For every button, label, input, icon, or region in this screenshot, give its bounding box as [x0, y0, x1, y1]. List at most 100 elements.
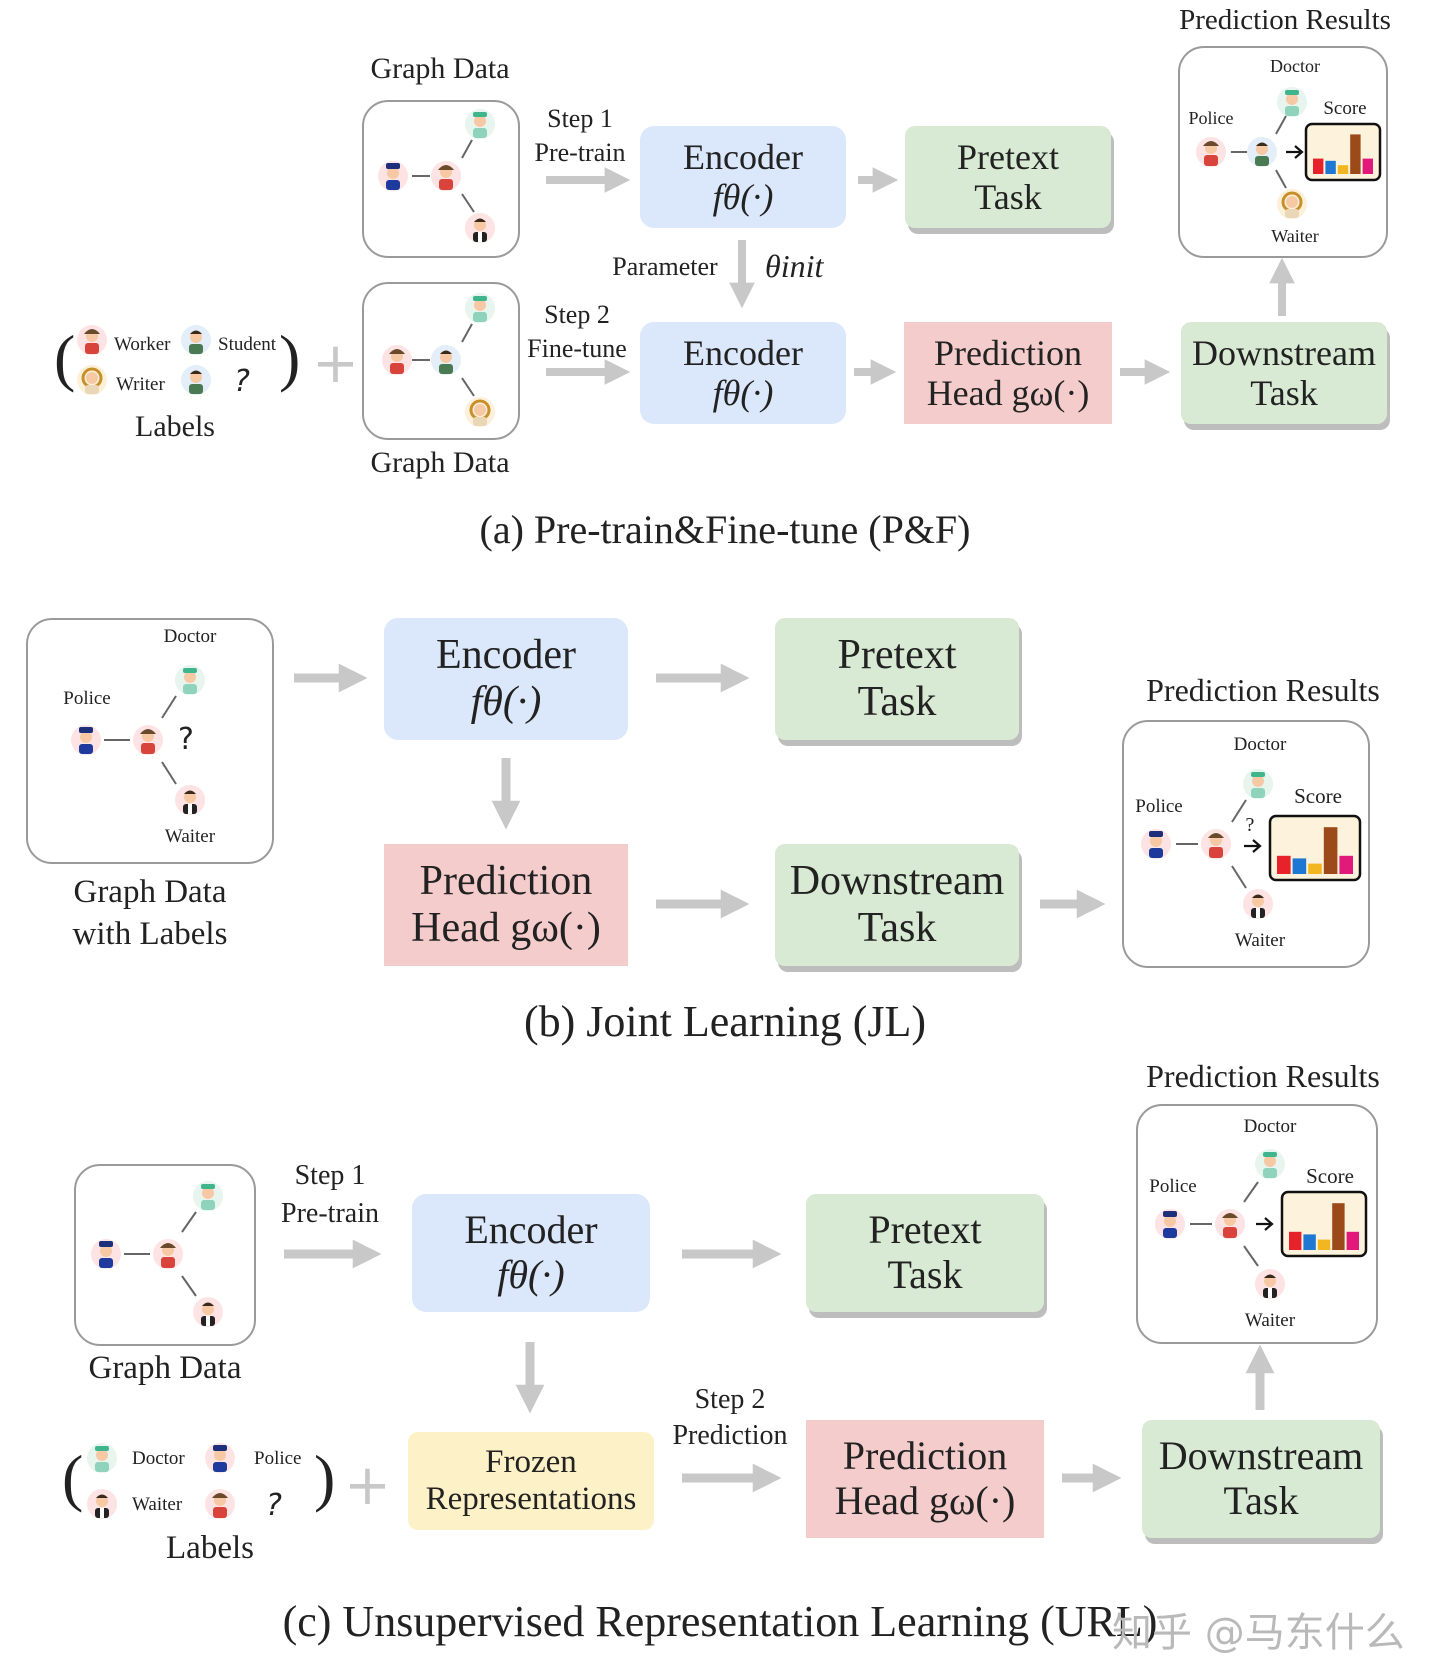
c-label-unknown-icon	[205, 1489, 235, 1519]
c-label-question: ?	[266, 1488, 282, 1523]
a-res-score: Score	[1323, 98, 1367, 119]
b-res-waiter: Waiter	[1234, 930, 1286, 951]
c-res-doctor: Doctor	[1243, 1116, 1297, 1137]
score-bar	[1337, 165, 1349, 174]
b-police-icon	[71, 725, 101, 755]
a-results-title: Prediction Results	[1179, 4, 1391, 36]
b-center-person-icon	[133, 725, 163, 755]
c-res-center-icon	[1215, 1209, 1245, 1239]
pretext-line2: Task	[857, 679, 937, 725]
frozen-line2: Representations	[425, 1481, 637, 1517]
prediction-line1: Prediction	[934, 332, 1082, 373]
a-labels-open-paren: (	[54, 322, 76, 393]
b-waiter-icon	[175, 785, 205, 815]
score-bar	[1339, 855, 1353, 874]
c-center-person-icon	[153, 1239, 183, 1269]
a-step1-label: Step 1	[547, 104, 613, 133]
a-plus-icon: +	[312, 331, 359, 396]
c-res-police: Police	[1149, 1176, 1197, 1197]
c-step2-label: Step 2	[694, 1384, 766, 1415]
c-labels-close-paren: )	[314, 1442, 336, 1513]
a-graph-data-top-label: Graph Data	[370, 52, 510, 85]
a-res-waiter: Waiter	[1271, 226, 1319, 246]
a-res-police-icon	[1196, 137, 1226, 167]
b-police-label: Police	[63, 688, 111, 709]
a-label-writer: Writer	[116, 374, 165, 395]
a-label-worker-icon	[77, 325, 107, 355]
score-bar	[1308, 863, 1322, 874]
a-label-writer-icon	[75, 363, 109, 397]
b-encoder: Encoder fθ(·)	[384, 618, 628, 740]
a-caption: (a) Pre-train&Fine-tune (P&F)	[479, 507, 971, 552]
pretext-line2: Task	[887, 1252, 963, 1297]
c-police-icon	[91, 1239, 121, 1269]
downstream-line2: Task	[857, 905, 937, 951]
b-res-score: Score	[1294, 784, 1342, 808]
score-bar	[1325, 160, 1336, 174]
downstream-line2: Task	[1250, 373, 1318, 413]
a-label-unknown-icon	[181, 365, 211, 395]
b-pretext-task: Pretext Task	[775, 618, 1019, 740]
score-bar	[1323, 827, 1338, 874]
a-bottom-center-student-icon	[431, 345, 461, 375]
score-bar	[1346, 1231, 1359, 1250]
c-prediction-head: Prediction Head gω(·)	[806, 1420, 1044, 1538]
c-pretext-task: Pretext Task	[806, 1194, 1044, 1312]
c-label-waiter-icon	[87, 1489, 117, 1519]
b-caption: (b) Joint Learning (JL)	[524, 997, 926, 1046]
a-label-student: Student	[218, 334, 277, 355]
c-score-bars	[1289, 1203, 1359, 1250]
a-graph-data-bottom-label: Graph Data	[370, 446, 510, 479]
b-res-waiter-icon	[1243, 889, 1273, 919]
a-bottom-student-icon	[465, 293, 495, 323]
c-frozen-representations: Frozen Representations	[408, 1432, 654, 1530]
pretext-line1: Pretext	[957, 136, 1059, 177]
b-doctor-label: Doctor	[163, 626, 217, 647]
a-res-doctor-icon	[1277, 87, 1307, 117]
a-graph-top-edges	[412, 139, 475, 213]
score-bar	[1362, 158, 1373, 174]
a-res-doctor: Doctor	[1270, 56, 1320, 76]
c-label-waiter: Waiter	[132, 1494, 183, 1515]
encoder-function: fθ(·)	[712, 177, 774, 217]
b-prediction-head: Prediction Head gω(·)	[384, 844, 628, 966]
prediction-line2: Head gω(·)	[834, 1478, 1016, 1523]
watermark: 知乎 @马东什么	[1112, 1610, 1405, 1656]
a-label-student-icon	[181, 325, 211, 355]
encoder-function: fθ(·)	[497, 1252, 565, 1297]
c-res-score: Score	[1306, 1164, 1354, 1188]
score-bar	[1277, 855, 1291, 874]
encoder-title: Encoder	[683, 332, 803, 373]
encoder-title: Encoder	[683, 136, 803, 177]
c-labels-caption: Labels	[166, 1530, 254, 1566]
c-results-title: Prediction Results	[1146, 1058, 1380, 1094]
b-res-police-icon	[1141, 829, 1171, 859]
c-labels-open-paren: (	[62, 1442, 84, 1513]
score-bar	[1332, 1203, 1345, 1250]
a-labels-close-paren: )	[279, 322, 301, 393]
c-label-police-icon	[205, 1443, 235, 1473]
a-labels-caption: Labels	[135, 410, 215, 443]
c-res-doctor-icon	[1255, 1149, 1285, 1179]
a-top-center-person-icon	[431, 161, 461, 191]
prediction-line2: Head gω(·)	[411, 905, 601, 951]
a-bottom-worker-icon	[382, 345, 412, 375]
b-downstream-task: Downstream Task	[775, 844, 1019, 966]
c-score-chart	[1280, 1190, 1368, 1258]
downstream-line1: Downstream	[1158, 1433, 1364, 1479]
prediction-line1: Prediction	[419, 857, 593, 904]
prediction-line1: Prediction	[842, 1433, 1008, 1479]
downstream-line1: Downstream	[789, 857, 1005, 904]
a-top-police-icon	[378, 161, 408, 191]
c-label-doctor-icon	[87, 1443, 117, 1473]
a-score-bars	[1313, 134, 1373, 174]
b-question: ?	[178, 722, 194, 757]
c-graph-data-label: Graph Data	[88, 1350, 242, 1386]
a-downstream-task: Downstream Task	[1181, 322, 1387, 424]
score-bar	[1350, 134, 1361, 174]
a-label-question: ?	[234, 364, 250, 399]
c-res-waiter: Waiter	[1244, 1310, 1296, 1331]
c-plus-icon: +	[344, 1453, 391, 1518]
c-label-doctor: Doctor	[132, 1448, 185, 1469]
